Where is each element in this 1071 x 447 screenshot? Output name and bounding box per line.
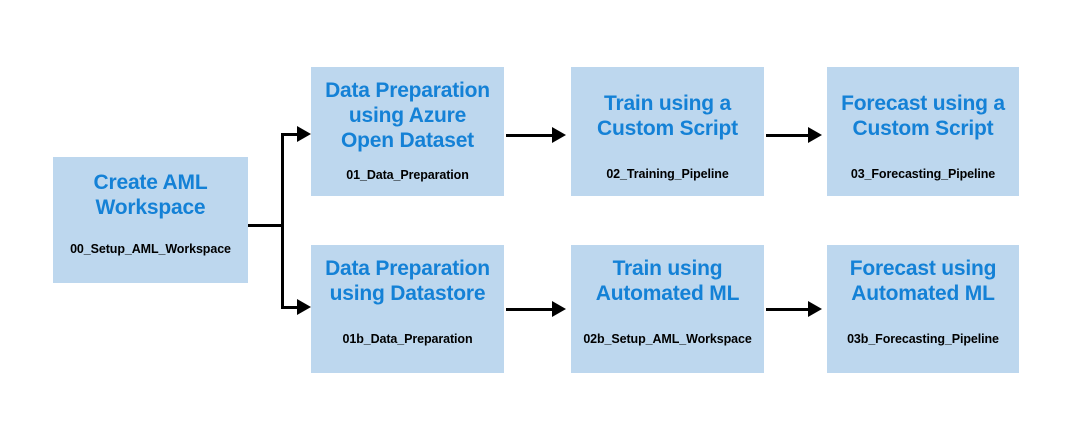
connector-setup-to-branch xyxy=(248,224,284,227)
node-subtitle: 01b_Data_Preparation xyxy=(342,332,473,346)
arrowhead-train-cs-to-fc-cs xyxy=(808,127,822,143)
node-title: Forecast using a Custom Script xyxy=(841,92,1005,140)
connector-prep-azure-to-train-cs xyxy=(506,134,554,137)
node-title: Train using a Custom Script xyxy=(597,92,738,140)
node-title: Create AML Workspace xyxy=(93,171,208,219)
connector-prep-ds-to-train-aml xyxy=(506,308,554,311)
connector-train-aml-to-fc-aml xyxy=(766,308,812,311)
node-train-using-custom-script[interactable]: Train using a Custom Script 02_Training_… xyxy=(571,67,764,196)
node-data-preparation-using-datastore[interactable]: Data Preparation using Datastore 01b_Dat… xyxy=(311,245,504,373)
node-subtitle: 03b_Forecasting_Pipeline xyxy=(847,332,999,346)
connector-branch-to-prep-azure xyxy=(281,133,299,136)
node-subtitle: 03_Forecasting_Pipeline xyxy=(850,167,996,181)
node-title: Data Preparation using Datastore xyxy=(325,257,490,305)
arrowhead-branch-to-prep-azure xyxy=(297,126,311,142)
arrowhead-prep-ds-to-train-aml xyxy=(552,301,566,317)
arrowhead-prep-azure-to-train-cs xyxy=(552,127,566,143)
connector-branch-trunk xyxy=(281,133,284,309)
node-forecast-using-automated-ml[interactable]: Forecast using Automated ML 03b_Forecast… xyxy=(827,245,1019,373)
node-subtitle: 02b_Setup_AML_Workspace xyxy=(583,332,752,346)
node-forecast-using-custom-script[interactable]: Forecast using a Custom Script 03_Foreca… xyxy=(827,67,1019,196)
node-subtitle: 01_Data_Preparation xyxy=(346,168,469,182)
arrowhead-train-aml-to-fc-aml xyxy=(808,301,822,317)
node-create-aml-workspace[interactable]: Create AML Workspace 00_Setup_AML_Worksp… xyxy=(53,157,248,283)
connector-branch-to-prep-ds xyxy=(281,306,299,309)
node-subtitle: 02_Training_Pipeline xyxy=(606,167,729,181)
arrowhead-branch-to-prep-ds xyxy=(297,299,311,315)
node-subtitle: 00_Setup_AML_Workspace xyxy=(70,242,231,256)
node-train-using-automated-ml[interactable]: Train using Automated ML 02b_Setup_AML_W… xyxy=(571,245,764,373)
node-title: Data Preparation using Azure Open Datase… xyxy=(325,79,490,152)
node-title: Train using Automated ML xyxy=(595,257,740,305)
node-title: Forecast using Automated ML xyxy=(849,257,997,305)
node-data-preparation-azure-open-dataset[interactable]: Data Preparation using Azure Open Datase… xyxy=(311,67,504,196)
connector-train-cs-to-fc-cs xyxy=(766,134,812,137)
